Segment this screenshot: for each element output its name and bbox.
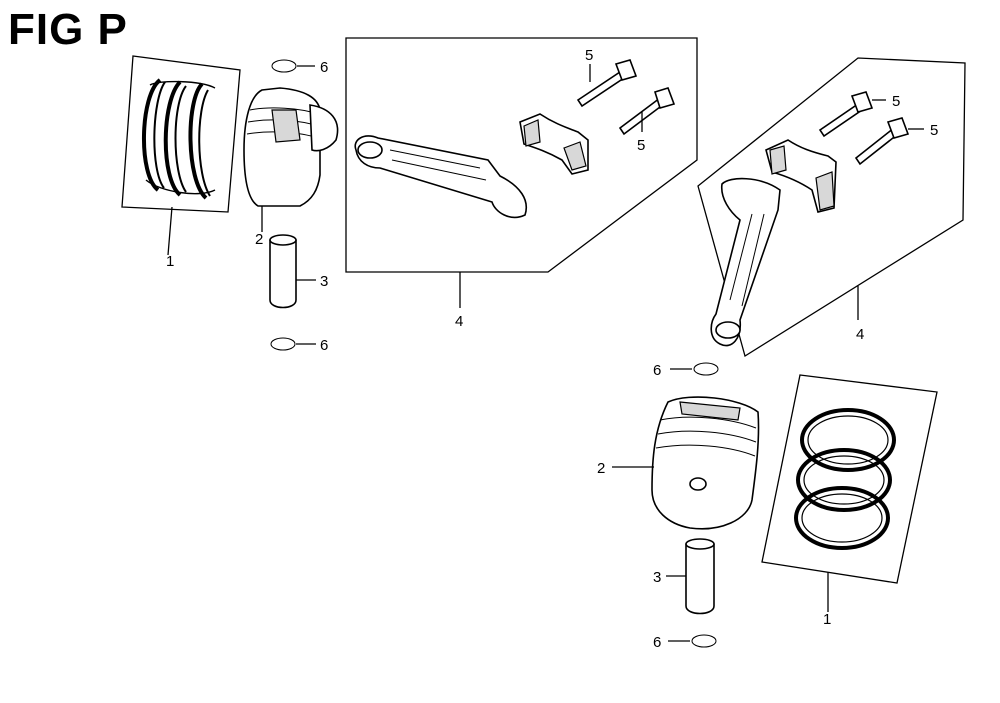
piston-ring-set-right	[761, 374, 938, 612]
piston-pin-right	[666, 538, 715, 615]
clip-left-bottom	[270, 337, 316, 351]
figure-title: FIG P	[8, 5, 128, 54]
callout-3-right: 3	[653, 569, 661, 586]
connecting-rod-assembly-left	[345, 37, 698, 308]
callout-2-left: 2	[255, 231, 263, 248]
callout-3-left: 3	[320, 273, 328, 290]
callout-1-right: 1	[823, 611, 831, 628]
callout-5a-left: 5	[585, 47, 593, 64]
piston-pin-left	[269, 234, 316, 309]
clip-right-bottom	[668, 634, 717, 648]
callout-6a-right: 6	[653, 362, 661, 379]
connecting-rod-assembly-right	[697, 57, 966, 358]
callout-4-right: 4	[856, 326, 864, 343]
callout-6b-right: 6	[653, 634, 661, 651]
callout-6b-left: 6	[320, 337, 328, 354]
callout-5b-left: 5	[637, 137, 645, 154]
piston-left	[243, 87, 339, 232]
callout-4-left: 4	[455, 313, 463, 330]
callout-5a-right: 5	[892, 93, 900, 110]
callout-5b-right: 5	[930, 122, 938, 139]
clip-left-top	[271, 59, 315, 73]
callout-2-right: 2	[597, 460, 605, 477]
clip-right-top	[670, 362, 719, 376]
callout-1-left: 1	[166, 253, 174, 270]
piston-ring-set-left	[121, 55, 241, 256]
piston-right	[612, 396, 760, 530]
callout-6a-left: 6	[320, 59, 328, 76]
